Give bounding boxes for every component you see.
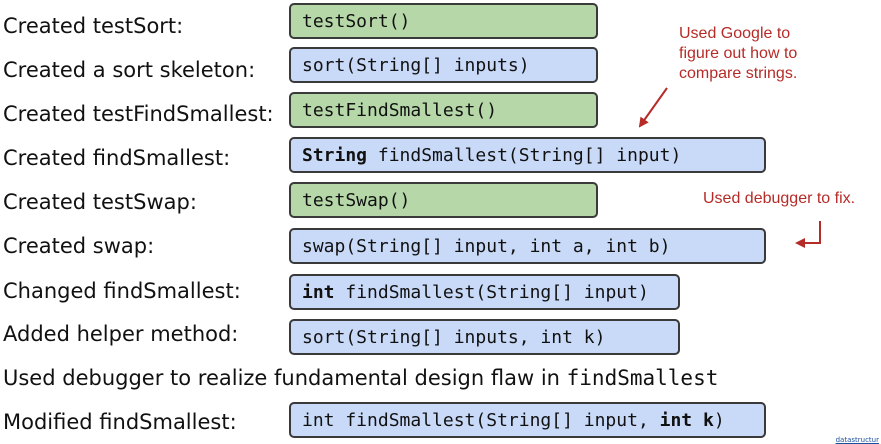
code-keyword: String xyxy=(302,144,368,166)
code-text: findSmallest(String[] input) xyxy=(367,144,682,166)
step-label-changed-find-smallest: Changed findSmallest: xyxy=(3,279,241,303)
step-label-test-swap: Created testSwap: xyxy=(3,190,197,214)
step-label-modified-find-smallest: Modified findSmallest: xyxy=(3,410,237,434)
step-label-swap: Created swap: xyxy=(3,234,155,258)
step-label-test-sort: Created testSort: xyxy=(3,14,184,38)
design-flaw-sentence: Used debugger to realize fundamental des… xyxy=(3,366,567,390)
step-label-helper-method: Added helper method: xyxy=(3,322,239,346)
footer-link[interactable]: datastructur xyxy=(835,436,879,444)
code-text: ) xyxy=(713,409,725,431)
design-flaw-text: Used debugger to realize fundamental des… xyxy=(3,365,718,391)
debugger-arrow-icon xyxy=(795,221,821,248)
code-text: sort(String[] inputs) xyxy=(302,54,530,76)
debugger-note: Used debugger to fix. xyxy=(703,190,856,207)
code-box-test-find-smallest: testFindSmallest() xyxy=(289,92,598,128)
code-text: int findSmallest(String[] input, xyxy=(302,409,660,431)
code-box-find-smallest: String findSmallest(String[] input) xyxy=(289,137,766,173)
code-text: testFindSmallest() xyxy=(302,99,498,121)
google-note-line: compare strings. xyxy=(679,65,798,82)
code-box-swap: swap(String[] input, int a, int b) xyxy=(289,228,766,264)
code-text: sort(String[] inputs, int k) xyxy=(302,326,606,348)
code-box-test-sort: testSort() xyxy=(289,3,598,39)
code-keyword: int xyxy=(302,281,335,303)
code-box-helper-method: sort(String[] inputs, int k) xyxy=(289,319,680,355)
code-text: testSwap() xyxy=(302,189,411,211)
code-box-test-swap: testSwap() xyxy=(289,182,598,218)
code-text: testSort() xyxy=(302,10,411,32)
google-arrow-icon xyxy=(638,87,668,128)
code-text: findSmallest(String[] input) xyxy=(334,281,649,303)
step-label-test-find-smallest: Created testFindSmallest: xyxy=(3,102,274,126)
step-label-sort-skeleton: Created a sort skeleton: xyxy=(3,58,256,82)
step-label-find-smallest: Created findSmallest: xyxy=(3,146,231,170)
google-note: Used Google to figure out how to compare… xyxy=(679,24,797,84)
code-text: swap(String[] input, int a, int b) xyxy=(302,235,671,257)
code-box-changed-find-smallest: int findSmallest(String[] input) xyxy=(289,274,680,310)
design-flaw-method: findSmallest xyxy=(566,366,719,390)
google-note-line: figure out how to xyxy=(679,45,798,62)
code-box-modified-find-smallest: int findSmallest(String[] input, int k) xyxy=(289,402,766,438)
code-box-sort-skeleton: sort(String[] inputs) xyxy=(289,47,598,83)
google-note-line: Used Google to xyxy=(679,25,791,42)
code-keyword: int k xyxy=(659,409,714,431)
